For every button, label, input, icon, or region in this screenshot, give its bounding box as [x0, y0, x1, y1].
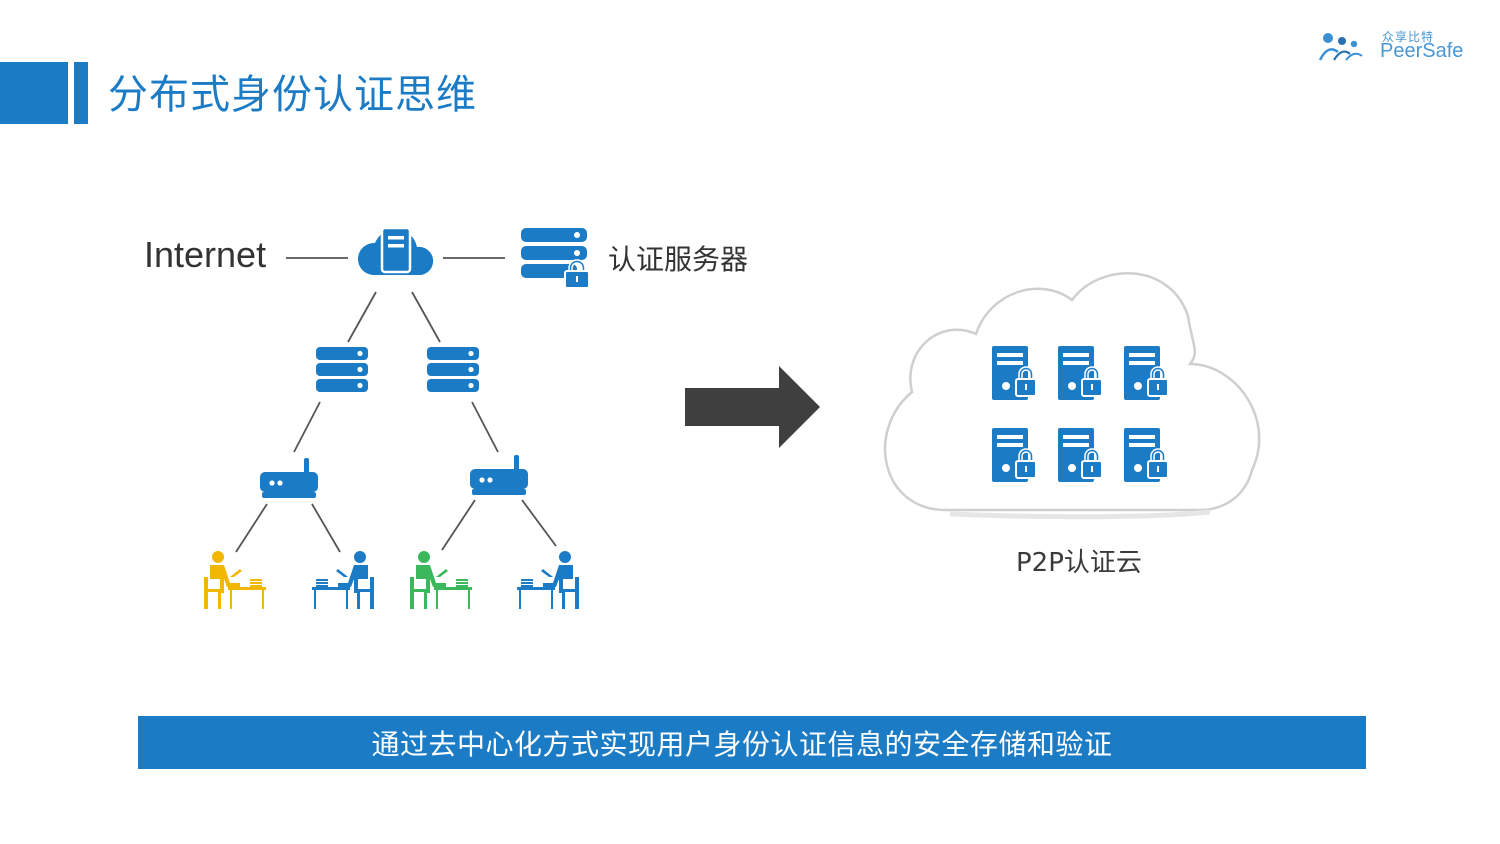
router-icon — [470, 455, 528, 495]
locked-server-icon — [521, 228, 590, 289]
server-rack-icon — [316, 347, 368, 392]
logo-chinese-name: 众享比特 — [1382, 30, 1435, 44]
p2p-cloud-label: P2P认证云 — [1016, 548, 1142, 578]
internet-label: Internet — [144, 234, 267, 275]
person-at-desk-icon — [410, 551, 472, 609]
summary-text: 通过去中心化方式实现用户身份认证信息的安全存储和验证 — [371, 727, 1113, 761]
summary-banner: 通过去中心化方式实现用户身份认证信息的安全存储和验证 — [138, 716, 1366, 769]
logo-english-name: PeerSafe — [1380, 40, 1464, 62]
title-accent-bar-thin — [74, 62, 88, 124]
slide-title: 分布式身份认证思维 — [108, 72, 477, 118]
person-at-desk-icon — [312, 551, 374, 609]
network-diagram — [204, 226, 1261, 609]
person-at-desk-icon — [204, 551, 266, 609]
cloud-server-icon — [357, 226, 434, 275]
person-at-desk-icon — [517, 551, 579, 609]
router-icon — [260, 458, 318, 498]
server-rack-icon — [427, 347, 479, 392]
peersafe-logo: 众享比特 PeerSafe — [1318, 26, 1468, 66]
right-arrow-icon — [685, 366, 820, 448]
auth-server-label: 认证服务器 — [608, 243, 749, 276]
people-group-icon — [1318, 33, 1363, 61]
title-accent-bar — [0, 62, 68, 124]
